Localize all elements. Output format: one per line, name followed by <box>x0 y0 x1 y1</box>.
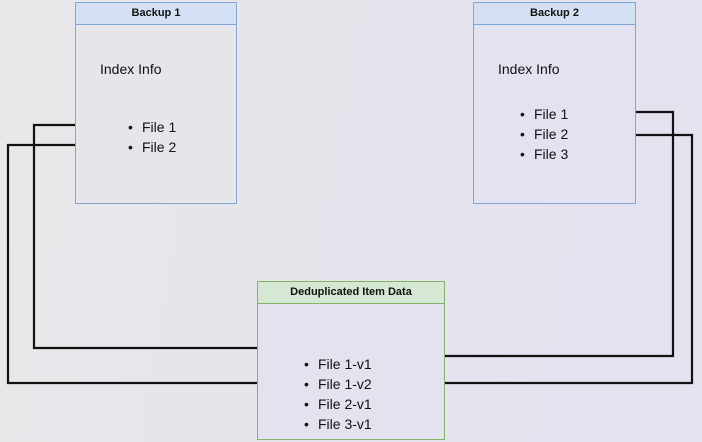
backup2-index-info-label: Index Info <box>498 61 560 77</box>
backup1-body: Index Info File 1 File 2 <box>76 25 236 203</box>
backup1-file-list: File 1 File 2 <box>126 117 176 157</box>
backup1-title: Backup 1 <box>76 3 236 25</box>
list-item: File 1 <box>126 117 176 137</box>
list-item: File 1 <box>518 104 568 124</box>
backup2-body: Index Info File 1 File 2 File 3 <box>474 25 635 203</box>
list-item: File 1-v1 <box>302 354 372 374</box>
backup1-index-info-label: Index Info <box>100 61 162 77</box>
list-item: File 3 <box>518 144 568 164</box>
list-item: File 2 <box>126 137 176 157</box>
backup2-node[interactable]: Backup 2 Index Info File 1 File 2 File 3 <box>473 2 636 204</box>
dedup-title: Deduplicated Item Data <box>258 282 444 304</box>
dedup-item-list: File 1-v1 File 1-v2 File 2-v1 File 3-v1 <box>302 354 372 434</box>
backup2-title: Backup 2 <box>474 3 635 25</box>
list-item: File 2-v1 <box>302 394 372 414</box>
dedup-body: File 1-v1 File 1-v2 File 2-v1 File 3-v1 <box>258 304 444 439</box>
list-item: File 2 <box>518 124 568 144</box>
backup1-node[interactable]: Backup 1 Index Info File 1 File 2 <box>75 2 237 204</box>
list-item: File 3-v1 <box>302 414 372 434</box>
list-item: File 1-v2 <box>302 374 372 394</box>
backup2-file-list: File 1 File 2 File 3 <box>518 104 568 164</box>
deduplicated-item-data-node[interactable]: Deduplicated Item Data File 1-v1 File 1-… <box>257 281 445 440</box>
